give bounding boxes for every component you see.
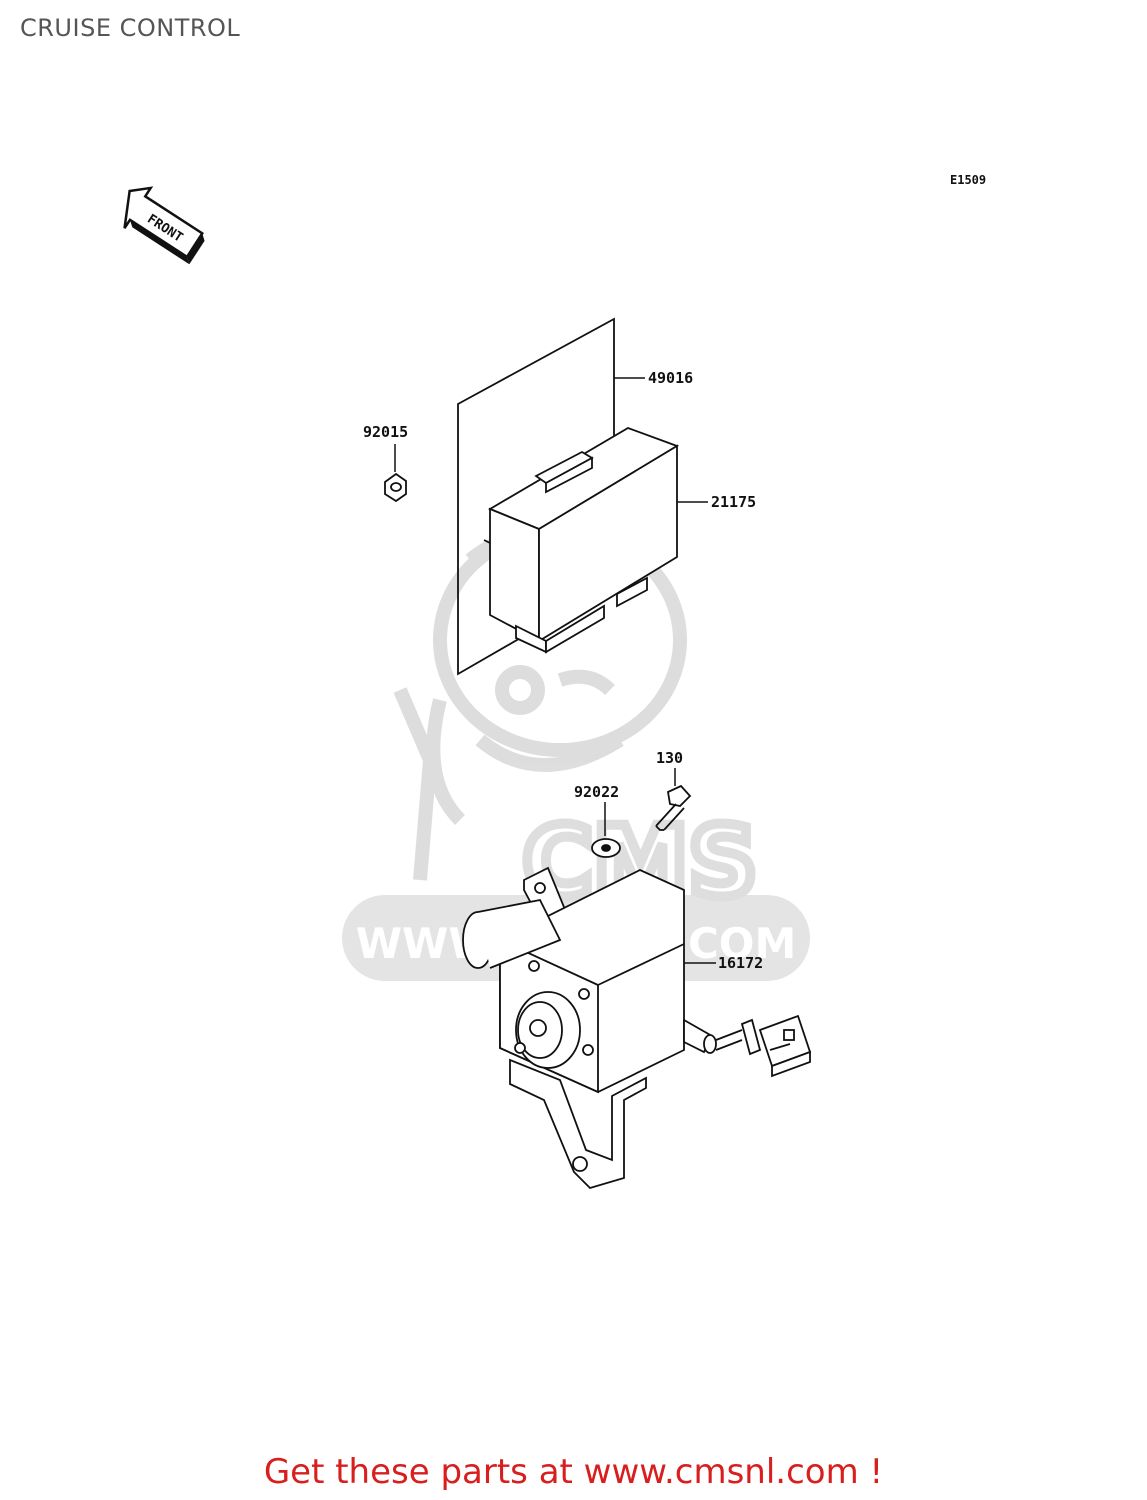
part-number-16172: 16172 [718,954,764,972]
part-21175-control-unit [483,427,680,654]
part-number-92022: 92022 [574,783,620,801]
part-number-130: 130 [656,749,684,767]
front-direction-arrow: FRONT [123,186,205,265]
part-92015-nut [384,472,407,503]
part-16172-actuator [462,866,812,1190]
page-title: CRUISE CONTROL [20,14,241,42]
part-number-92015: 92015 [363,423,409,441]
diagram-code: E1509 [950,173,987,187]
part-92022-washer [591,838,621,858]
part-number-21175: 21175 [711,493,757,511]
part-130-bolt [655,784,692,831]
part-number-49016: 49016 [648,369,694,387]
footer-promo-link[interactable]: Get these parts at www.cmsnl.com ! [263,1452,884,1492]
